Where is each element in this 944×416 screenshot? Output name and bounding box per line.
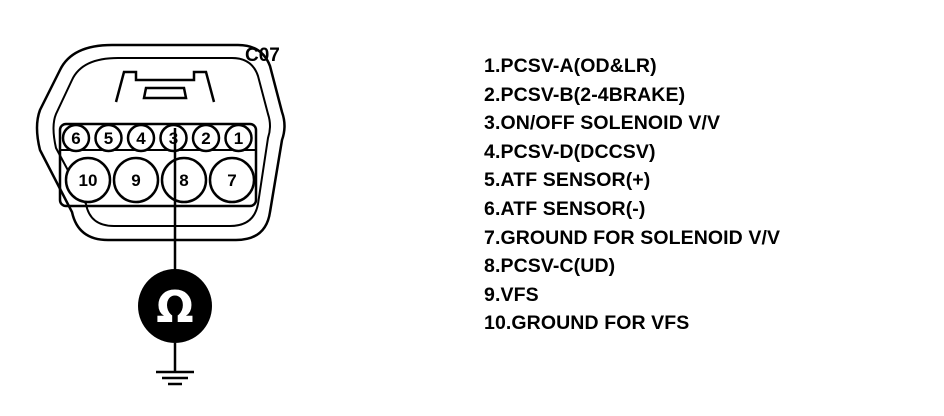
pin-2 [191, 123, 221, 153]
pin-10 [64, 156, 112, 204]
pin-legend: 1.PCSV-A(OD&LR) 2.PCSV-B(2-4BRAKE) 3.ON/… [484, 52, 780, 338]
ground-icon [156, 370, 194, 386]
pin-7 [208, 156, 256, 204]
connector-inner-outline [52, 57, 271, 227]
connector-label: C07 [245, 45, 280, 66]
connector-housing [35, 43, 286, 242]
pin-label: 2 [201, 129, 210, 148]
legend-item: 5.ATF SENSOR(+) [484, 169, 651, 192]
pin-label: 3 [169, 129, 178, 148]
pin-3 [159, 123, 188, 153]
pin-6 [61, 123, 91, 153]
legend-item: 2.PCSV-B(2-4BRAKE) [484, 83, 686, 106]
pin-label: 1 [234, 129, 243, 148]
ohmmeter-icon [138, 269, 212, 343]
legend-item: 4.PCSV-D(DCCSV) [484, 140, 656, 163]
pin-5 [94, 123, 123, 153]
top-pin-row: 6 5 4 3 2 1 [61, 123, 253, 153]
legend-item: 3.ON/OFF SOLENOID V/V [484, 112, 721, 135]
connector-lock-slot [142, 86, 188, 100]
legend-item: 1.PCSV-A(OD&LR) [484, 55, 657, 77]
pin-label: 10 [79, 171, 98, 190]
pin-1 [224, 123, 253, 153]
legend-item: 8.PCSV-C(UD) [484, 255, 616, 278]
pin-label: 4 [136, 129, 146, 148]
pin-label: 5 [104, 129, 113, 148]
pin-label: 8 [179, 171, 188, 190]
pin-9 [112, 156, 160, 204]
pin-label: 6 [71, 129, 80, 148]
ohm-symbol: Ω [156, 282, 193, 333]
legend-item: 10.GROUND FOR VFS [484, 312, 690, 335]
pin-8 [160, 156, 208, 204]
pin-label: 9 [131, 171, 140, 190]
legend-item: 7.GROUND FOR SOLENOID V/V [484, 226, 781, 249]
pin-block [58, 122, 258, 208]
pin-4 [126, 123, 156, 153]
legend-item: 6.ATF SENSOR(-) [484, 197, 646, 220]
pin-label: 7 [227, 171, 236, 190]
legend-item: 9.VFS [484, 283, 539, 306]
connector-lock-tab [114, 70, 216, 103]
bottom-pin-row: 10 9 8 7 [64, 156, 256, 204]
